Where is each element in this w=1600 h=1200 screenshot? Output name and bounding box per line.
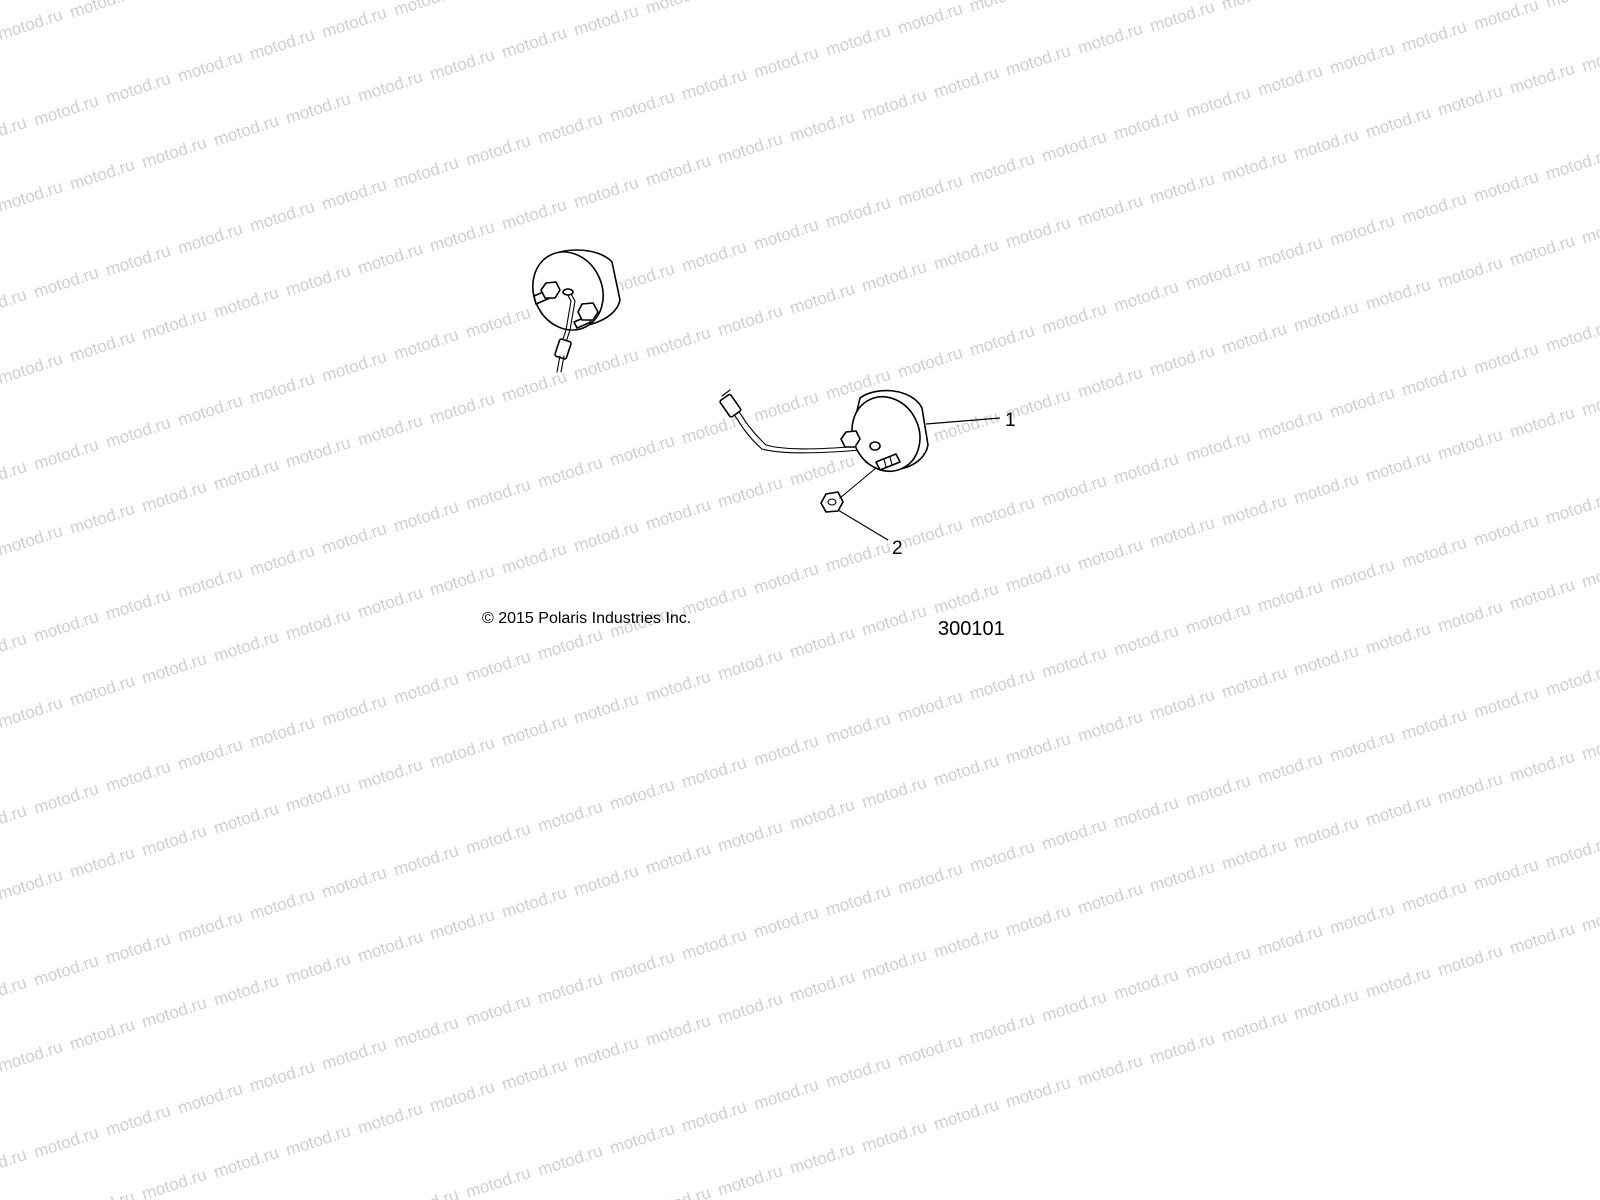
drum-assembly-upper-view: [532, 249, 621, 373]
callout-1-label: 1: [1005, 410, 1016, 431]
main-line-end-tip: [721, 389, 731, 397]
upper-left-nut: [540, 281, 561, 299]
main-stud-thread-1: [883, 458, 887, 468]
drum-assembly-main: 1 2: [719, 389, 1016, 559]
upper-line-tail: [556, 355, 565, 373]
upper-line-fitting: [554, 338, 572, 360]
callout-2-label: 2: [892, 538, 903, 559]
upper-line-fitting-top: [562, 288, 574, 296]
main-stud-thread-2: [889, 456, 893, 466]
drawing-number: 300101: [938, 618, 1005, 640]
upper-right-nut: [577, 302, 599, 321]
hex-nut-part-2: [820, 491, 844, 513]
main-drum-fitting-nut: [840, 430, 861, 448]
nut-to-stud-axis: [839, 467, 877, 499]
hex-nut-hole: [827, 498, 837, 506]
copyright-notice: © 2015 Polaris Industries Inc.: [482, 610, 692, 627]
main-wheel-stud: [875, 453, 901, 471]
upper-brake-line-b: [565, 291, 576, 343]
callout-2-leader: [837, 509, 889, 541]
main-brake-line-b: [731, 410, 873, 454]
callout-1-leader: [925, 417, 1001, 425]
main-drum-port: [869, 441, 881, 451]
main-line-end-fitting: [719, 393, 742, 418]
main-drum-face: [851, 396, 921, 472]
upper-brake-line-a: [561, 291, 572, 343]
